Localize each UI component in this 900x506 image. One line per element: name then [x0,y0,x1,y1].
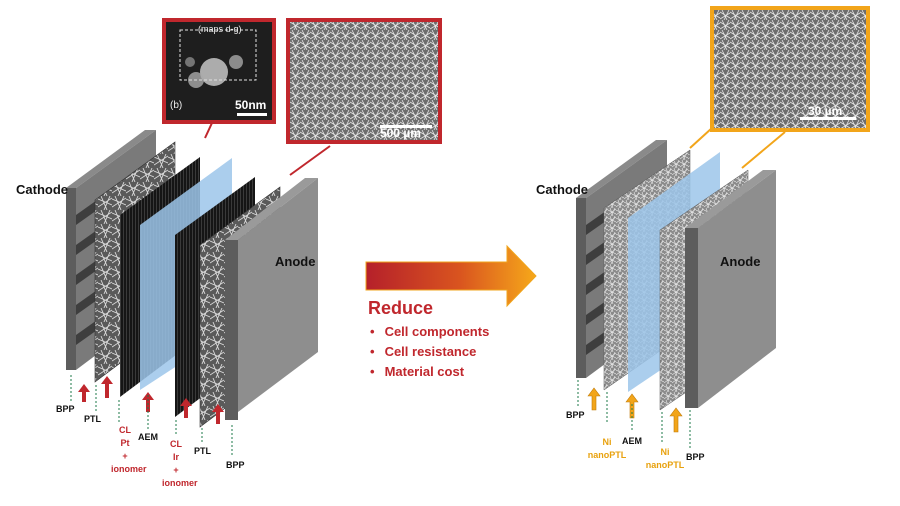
left-anode-label: Anode [275,254,316,269]
arrow-up-ni-right [669,407,683,433]
callout-line-right [741,131,786,169]
inset-small-panel-label: (b) [170,100,183,111]
arrow-up-4 [180,398,192,418]
right-dashed-leaders [577,380,691,450]
left-cathode-label: Cathode [16,182,68,197]
label-ni-nanoptl-right: Ni nanoPTL [645,447,685,470]
callout-line-large [289,145,331,176]
right-bpp-anode-plate [685,170,776,408]
label-cl-anode: CL Ir + ionomer [162,439,198,488]
inset-micrograph-small [162,18,276,124]
reduce-item-cost: Material cost [370,362,489,382]
label-bpp-right-right: BPP [686,452,705,462]
inset-micrograph-large [286,18,442,144]
left-bpp-anode-plate [225,178,318,420]
inset-right-scalebar-label: 30 µm [808,104,843,118]
reduce-title: Reduce [368,298,434,318]
reduce-arrow [365,244,537,308]
reduce-list: Cell components Cell resistance Material… [370,322,490,382]
left-cell-stack [66,130,318,428]
label-ptl-right: PTL [194,446,211,456]
left-dashed-leaders [70,375,233,456]
right-cell-stack [576,140,776,411]
label-aem-right: AEM [622,436,642,446]
reduce-item-resistance: Cell resistance [370,342,489,362]
label-ptl-left: PTL [84,414,101,424]
label-bpp-left: BPP [56,404,75,414]
label-ni-nanoptl-left: Ni nanoPTL [587,437,627,460]
inset-small-scalebar-label: 50nm [235,98,267,112]
arrow-up-ni-left [587,387,601,411]
right-cathode-label: Cathode [536,182,588,197]
inset-large-scalebar-label: 500 µm [380,126,421,140]
label-aem-left: AEM [138,432,158,442]
label-bpp-right: BPP [226,460,245,470]
right-anode-label: Anode [720,254,761,269]
arrow-up-3 [142,392,154,412]
arrow-up-1 [78,384,90,402]
inset-small-caption: (maps d-g) [198,24,242,34]
callout-line-left [689,127,713,149]
left-flow-arrows [78,376,224,424]
arrow-up-5 [212,404,224,424]
inset-micrograph-right [710,6,870,132]
reduce-item-components: Cell components [370,322,490,342]
label-cl-cathode: CL Pt + ionomer [111,425,147,474]
label-bpp-right-left: BPP [566,410,585,420]
arrow-up-2 [101,376,113,398]
